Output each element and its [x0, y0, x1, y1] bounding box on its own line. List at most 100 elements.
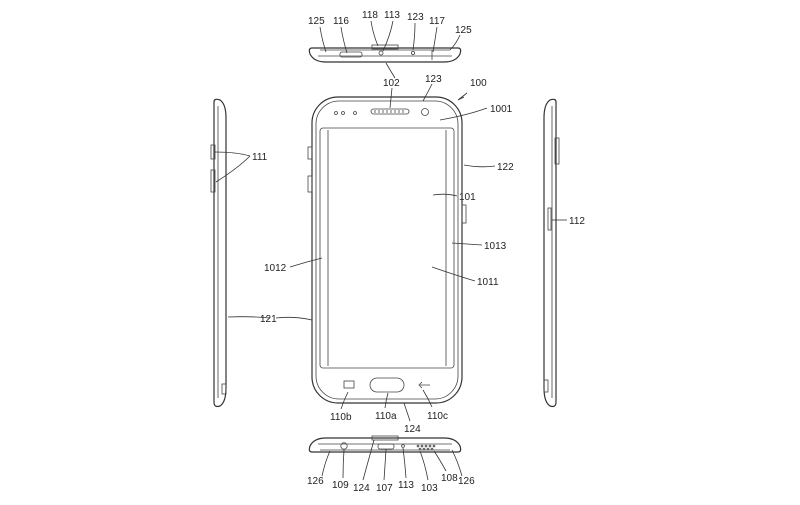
right-bottom-detail: [543, 379, 549, 393]
front-view: 102 123 100 1001 122 101 1013 1012 1011 …: [264, 74, 514, 435]
leader-121a: [227, 316, 271, 319]
label-124b: 124: [353, 483, 370, 494]
label-108: 108: [441, 473, 458, 484]
bottom-view: 126 109 124 107 113 103 108 126: [307, 435, 475, 494]
label-112: 112: [569, 216, 585, 227]
right-side-body: [543, 98, 557, 408]
label-123b: 123: [425, 74, 442, 85]
bottom-port-top: [371, 435, 399, 441]
label-126b: 126: [458, 476, 475, 487]
home-button: [369, 377, 405, 393]
label-1012: 1012: [264, 263, 287, 274]
leader-126b: [451, 449, 463, 477]
leader-109: [342, 449, 345, 479]
leader-123a: [412, 22, 416, 51]
right-power-button: [554, 137, 560, 165]
label-113b: 113: [398, 480, 414, 491]
leader-118: [370, 20, 379, 47]
sensor-dot-2: [341, 111, 345, 115]
label-101: 101: [459, 192, 476, 203]
label-121: 121: [260, 314, 277, 325]
back-key: [418, 381, 430, 389]
label-1011: 1011: [477, 277, 499, 288]
leader-124a: [403, 402, 411, 422]
speaker-grille: [370, 108, 410, 115]
label-126a: 126: [307, 476, 324, 487]
leader-116: [340, 26, 348, 54]
top-view-body: [308, 47, 462, 63]
label-125b: 125: [455, 25, 472, 36]
leader-101: [432, 193, 458, 197]
label-100: 100: [470, 78, 487, 89]
leader-110c: [422, 389, 433, 408]
label-102: 102: [383, 78, 400, 89]
left-side-body: [213, 98, 227, 408]
leader-121b: [275, 316, 313, 321]
label-117: 117: [429, 16, 445, 27]
top-hole: [378, 50, 384, 56]
right-side-view: 112: [543, 98, 585, 408]
leader-113b: [402, 447, 407, 479]
recent-apps-key: [343, 380, 355, 389]
top-slot: [339, 51, 363, 58]
leader-123b: [422, 83, 433, 102]
bottom-mic-hole: [401, 444, 405, 448]
power-stub: [461, 204, 467, 224]
label-109: 109: [332, 480, 349, 491]
leader-1001: [439, 107, 488, 121]
front-camera: [421, 108, 429, 116]
front-bezel: [315, 100, 459, 400]
speaker-holes: [374, 110, 404, 113]
label-110a: 110a: [375, 411, 397, 422]
label-1013: 1013: [484, 241, 507, 252]
right-sim-tray: [547, 207, 552, 231]
leader-111b: [215, 155, 251, 183]
leader-103: [419, 450, 429, 481]
leader-111a: [214, 151, 251, 157]
label-1001: 1001: [490, 104, 513, 115]
front-body-outline: [311, 96, 463, 404]
top-mic-hole: [410, 51, 415, 56]
leader-108: [433, 450, 447, 472]
leader-117: [432, 26, 438, 53]
leader-110b: [340, 391, 349, 410]
volume-up-stub: [307, 146, 313, 160]
top-port: [371, 44, 399, 50]
volume-down-stub: [307, 175, 313, 193]
label-107: 107: [376, 483, 393, 494]
label-123a: 123: [407, 12, 424, 23]
leader-100: [457, 92, 468, 101]
leader-125a: [319, 26, 327, 53]
label-124a: 124: [404, 424, 421, 435]
leader-125b: [449, 34, 461, 51]
headphone-jack: [340, 442, 348, 450]
left-bottom-detail: [221, 383, 227, 395]
leader-1013: [451, 242, 483, 246]
label-111: 111: [252, 152, 268, 163]
leader-122: [463, 164, 496, 168]
leader-110a: [384, 392, 389, 409]
label-116: 116: [333, 16, 349, 27]
leader-1011: [431, 266, 476, 282]
leader-107: [383, 448, 387, 481]
sensor-dot-1: [334, 111, 338, 115]
sensor-dot-3: [353, 111, 357, 115]
speaker-holes-bottom: [416, 444, 436, 451]
leader-126a: [321, 450, 331, 477]
leader-113a: [382, 20, 394, 52]
leader-124b: [362, 439, 375, 481]
label-103: 103: [421, 483, 438, 494]
label-110c: 110c: [427, 411, 448, 422]
label-122: 122: [497, 162, 514, 173]
top-view: 125 116 118 113 123 117 125: [308, 10, 472, 79]
leader-102: [389, 87, 393, 109]
left-side-view: 111 121: [210, 98, 313, 408]
front-screen: [319, 127, 455, 369]
label-125a: 125: [308, 16, 325, 27]
leader-102-top: [385, 62, 396, 79]
leader-1012: [289, 257, 323, 268]
label-110b: 110b: [330, 412, 352, 423]
left-volume-down: [210, 169, 216, 193]
label-113a: 113: [384, 10, 400, 21]
